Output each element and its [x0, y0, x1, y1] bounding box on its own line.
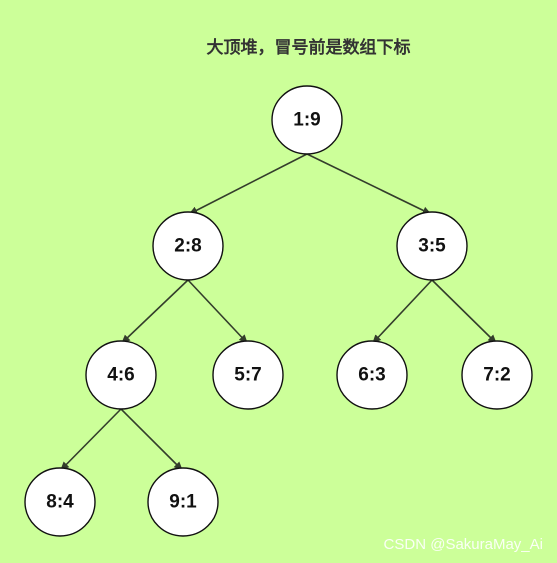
edge-1-to-3 [306, 153, 432, 215]
diagram-title: 大顶堆，冒号前是数组下标 [206, 38, 411, 58]
edge-2-to-4 [121, 279, 189, 344]
edge-4-to-9 [120, 408, 183, 471]
node-circle [461, 340, 533, 410]
node-label: 4:6 [107, 365, 134, 386]
node-label: 3:5 [418, 236, 446, 257]
heap-node-1: 1:9 [271, 85, 343, 155]
node-circle [271, 85, 343, 155]
node-circle [147, 467, 219, 537]
node-circle [212, 340, 284, 410]
edge-3-to-6 [372, 279, 433, 344]
node-label: 8:4 [46, 492, 74, 513]
heap-node-9: 9:1 [147, 467, 219, 537]
edge-3-to-7 [431, 279, 497, 344]
heap-node-7: 7:2 [461, 340, 533, 410]
node-label: 2:8 [174, 236, 201, 257]
node-circle [85, 340, 157, 410]
watermark: CSDN @SakuraMay_Ai [383, 536, 543, 553]
heap-node-2: 2:8 [152, 211, 224, 281]
nodes-layer: 1:9 2:8 3:5 4:6 5:7 6:3 7:2 8:4 9:1 [24, 85, 533, 537]
node-label: 6:3 [358, 365, 385, 386]
heap-node-4: 4:6 [85, 340, 157, 410]
node-circle [24, 467, 96, 537]
node-circle [336, 340, 408, 410]
edges-layer [60, 153, 497, 471]
node-label: 5:7 [234, 365, 261, 386]
edge-2-to-5 [187, 279, 248, 344]
heap-node-5: 5:7 [212, 340, 284, 410]
heap-node-3: 3:5 [396, 211, 468, 281]
heap-node-8: 8:4 [24, 467, 96, 537]
edge-1-to-2 [188, 153, 308, 215]
node-label: 1:9 [293, 110, 320, 131]
heap-node-6: 6:3 [336, 340, 408, 410]
node-circle [396, 211, 468, 281]
node-label: 7:2 [483, 365, 510, 386]
edge-4-to-8 [60, 408, 122, 471]
node-label: 9:1 [169, 492, 197, 513]
node-circle [152, 211, 224, 281]
